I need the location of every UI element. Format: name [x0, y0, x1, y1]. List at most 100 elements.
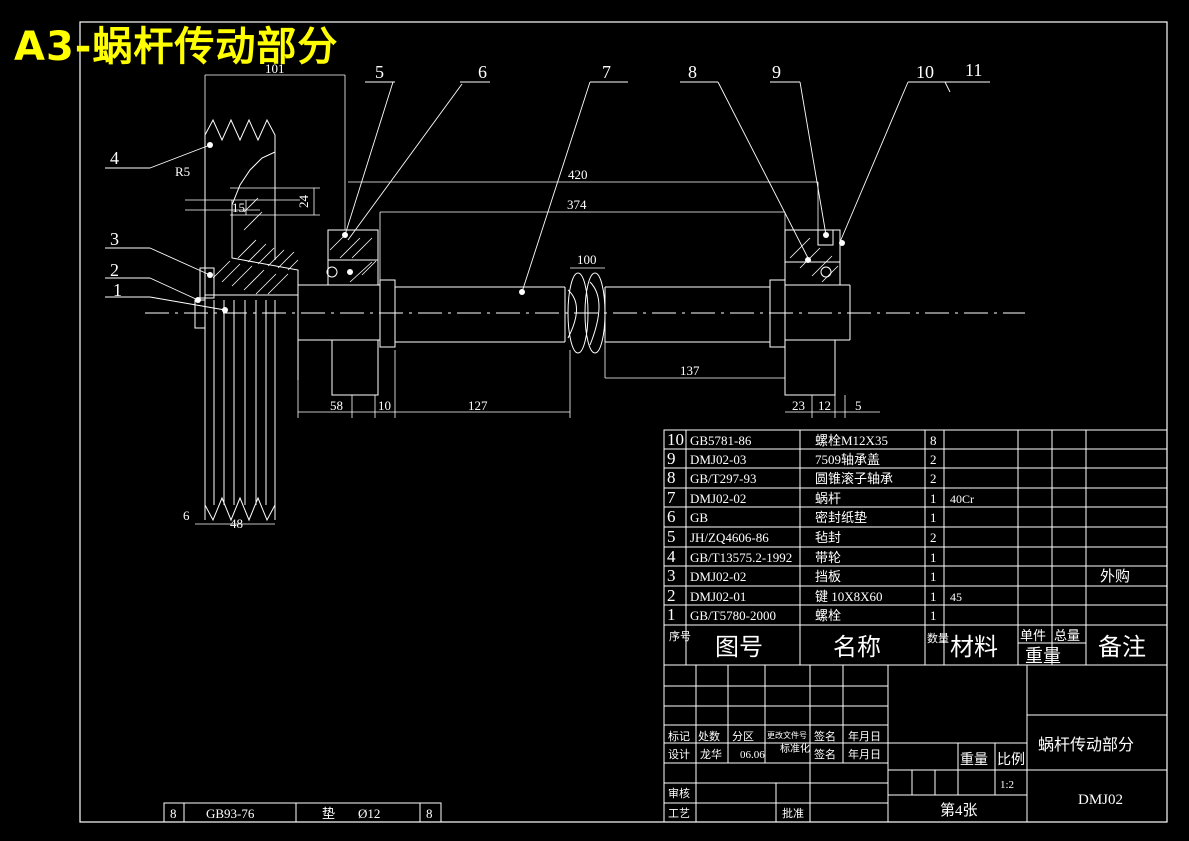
svg-text:Ø12: Ø12: [358, 806, 380, 821]
svg-text:8: 8: [170, 806, 177, 821]
part-no: 9: [667, 449, 676, 468]
svg-text:标记: 标记: [668, 729, 690, 743]
part-code: GB/T297-93: [690, 471, 756, 486]
svg-text:年月日: 年月日: [848, 747, 881, 761]
assembly-drawing: [105, 74, 1025, 525]
extra-row: [163, 802, 442, 823]
part-material: 40Cr: [950, 492, 974, 506]
svg-text:总量: 总量: [1054, 628, 1080, 643]
balloon-8: 8: [688, 62, 697, 82]
svg-text:5: 5: [855, 398, 862, 413]
part-code: DMJ02-02: [690, 491, 746, 506]
part-no: 4: [667, 547, 676, 566]
svg-text:序号: 序号: [669, 629, 691, 643]
svg-text:工艺: 工艺: [668, 807, 690, 820]
part-material: 45: [950, 590, 962, 604]
svg-text:签名: 签名: [814, 747, 836, 761]
svg-text:年月日: 年月日: [848, 729, 881, 743]
part-qty: 8: [930, 433, 937, 448]
drawing-name: 蜗杆传动部分: [1038, 736, 1134, 754]
drawing-frame: [79, 21, 1168, 823]
svg-text:备注: 备注: [1098, 634, 1146, 661]
svg-text:批准: 批准: [782, 806, 804, 820]
part-code: GB: [690, 510, 708, 525]
svg-text:数量: 数量: [927, 632, 949, 645]
svg-text:分区: 分区: [732, 730, 754, 743]
svg-text:23: 23: [792, 398, 805, 413]
svg-text:签名: 签名: [814, 729, 836, 743]
part-name: 蜗杆: [815, 491, 841, 506]
part-name: 7509轴承盖: [815, 452, 880, 467]
svg-text:比例: 比例: [997, 752, 1025, 768]
balloon-6: 6: [478, 62, 487, 82]
svg-text:重量: 重量: [1025, 646, 1061, 666]
part-qty: 1: [930, 569, 937, 584]
svg-text:10: 10: [378, 398, 391, 413]
svg-text:8: 8: [426, 806, 433, 821]
part-no: 5: [667, 527, 676, 546]
left-bearing-housing: [326, 229, 379, 396]
part-name: 挡板: [815, 569, 841, 584]
part-qty: 2: [930, 530, 937, 545]
part-name: 圆锥滚子轴承: [815, 471, 893, 486]
part-name: 螺栓M12X35: [815, 433, 888, 448]
part-note: 外购: [1100, 568, 1130, 585]
balloon-3: 3: [110, 229, 119, 249]
svg-text:设计: 设计: [668, 748, 690, 761]
part-name: 密封纸垫: [815, 510, 867, 525]
svg-text:审核: 审核: [668, 786, 690, 800]
part-no: 7: [667, 488, 676, 507]
svg-text:15: 15: [232, 200, 245, 215]
svg-text:58: 58: [330, 398, 343, 413]
balloon-4: 4: [110, 148, 119, 168]
part-code: DMJ02-03: [690, 452, 746, 467]
svg-text:龙华: 龙华: [700, 747, 722, 761]
svg-text:标准化: 标准化: [780, 742, 810, 755]
part-code: GB5781-86: [690, 433, 752, 448]
svg-text:材料: 材料: [950, 634, 998, 661]
svg-text:127: 127: [468, 398, 488, 413]
svg-text:101: 101: [265, 61, 285, 76]
svg-text:更改文件号: 更改文件号: [767, 730, 807, 740]
svg-text:第4张: 第4张: [940, 801, 978, 819]
part-name: 键 10X8X60: [815, 589, 883, 604]
parts-header: 序号 图号 名称 数量 材料 单件 总量 重量 备注: [669, 628, 1146, 666]
part-code: DMJ02-01: [690, 589, 746, 604]
svg-text:1:2: 1:2: [1000, 779, 1014, 791]
part-qty: 1: [930, 491, 937, 506]
part-no: 8: [667, 468, 676, 487]
balloon-10: 10: [916, 62, 934, 82]
balloon-2: 2: [110, 260, 119, 280]
part-no: 6: [667, 507, 676, 526]
svg-text:100: 100: [577, 252, 597, 267]
svg-text:420: 420: [568, 167, 588, 182]
svg-text:垫: 垫: [322, 806, 335, 821]
part-qty: 2: [930, 471, 937, 486]
svg-text:名称: 名称: [833, 634, 881, 661]
part-no: 1: [667, 605, 676, 624]
part-no: 2: [667, 586, 676, 605]
svg-text:图号: 图号: [715, 635, 763, 661]
svg-text:137: 137: [680, 363, 700, 378]
leader-lines: [105, 81, 990, 311]
svg-text:24: 24: [296, 195, 311, 209]
part-code: JH/ZQ4606-86: [690, 530, 769, 545]
part-qty: 1: [930, 608, 937, 623]
part-qty: 1: [930, 550, 937, 565]
balloon-labels: 4 3 2 1 5 6 7 8 9 10 11: [110, 60, 982, 300]
balloon-11: 11: [965, 60, 982, 80]
dimension-lines: [185, 74, 880, 525]
part-code: GB/T13575.2-1992: [690, 550, 792, 565]
svg-text:6: 6: [183, 508, 190, 523]
part-name: 毡封: [815, 530, 841, 545]
svg-text:GB93-76: GB93-76: [206, 806, 255, 821]
svg-text:R5: R5: [175, 164, 190, 179]
balloon-1: 1: [113, 280, 122, 300]
svg-text:重量: 重量: [960, 752, 988, 768]
balloon-dots: [195, 142, 845, 313]
balloon-5: 5: [375, 62, 384, 82]
balloon-9: 9: [772, 62, 781, 82]
part-qty: 2: [930, 452, 937, 467]
banner-title: A3-蜗杆传动部分: [14, 24, 339, 70]
